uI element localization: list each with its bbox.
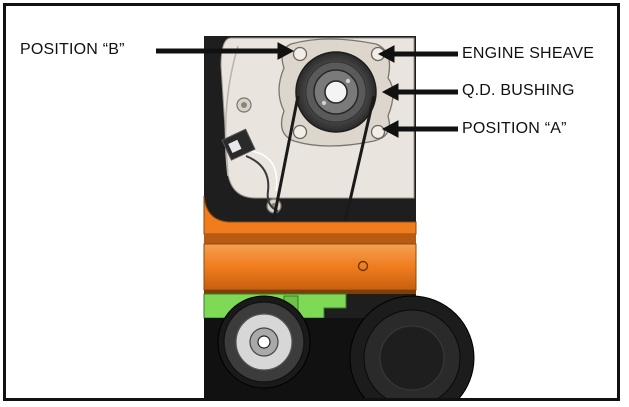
label-position-b: POSITION “B” — [20, 41, 125, 58]
label-position-a: POSITION “A” — [462, 120, 567, 137]
figure-frame: POSITION “B” ENGINE SHEAVE Q.D. BUSHING … — [3, 3, 620, 401]
orange-frame — [203, 195, 417, 294]
label-qd-bushing: Q.D. BUSHING — [462, 82, 575, 99]
drive-assembly-drawing — [156, 36, 475, 398]
pulley-icon — [295, 51, 377, 133]
lower-housing — [204, 295, 475, 398]
arrow-icon — [156, 42, 458, 138]
label-engine-sheave: ENGINE SHEAVE — [462, 45, 595, 62]
